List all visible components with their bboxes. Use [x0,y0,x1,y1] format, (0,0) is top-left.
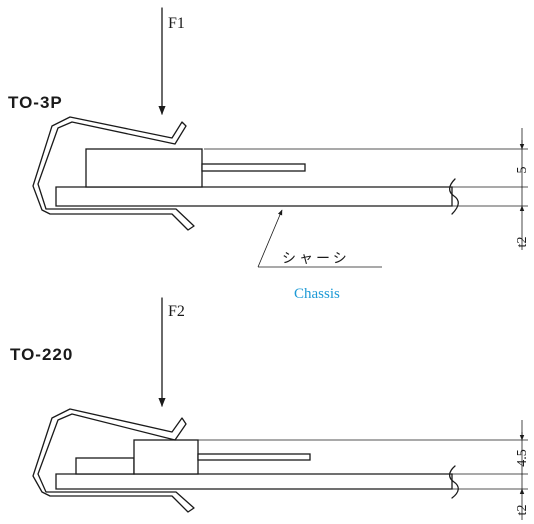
force-f1-label: F1 [168,15,185,32]
chassis-callout: シャーシ Chassis [257,209,382,302]
package-body-to3p [85,148,203,188]
package-tab-to220 [75,457,135,475]
dim-thickness-label-bottom: t2 [515,505,530,516]
package-label-to220: TO-220 [10,345,73,364]
break-symbol-top [448,178,459,215]
chassis-leader-line [257,209,283,268]
chassis-label-jp: シャーシ [282,251,350,267]
spring-clip-bottom [32,408,195,513]
package-lead-to220 [197,453,311,461]
break-symbol-bottom [448,465,459,499]
spring-clip-top [32,116,195,231]
package-body-to220 [133,439,199,475]
dim-height-label-bottom: 4.5 [515,449,530,467]
chassis-plate-bottom [55,473,453,490]
dim-height-label-top: 5 [515,167,530,174]
chassis-plate-top [55,186,453,207]
dim-thickness-label-top: t2 [515,237,530,248]
to3p-assembly: F1 TO-3P 5 t2 [8,7,530,250]
force-f2-label: F2 [168,303,185,320]
package-lead-to3p [201,163,306,172]
to220-assembly: F2 TO-220 4.5 t2 [10,297,530,520]
package-label-to3p: TO-3P [8,93,63,112]
chassis-label-en: Chassis [294,286,340,302]
